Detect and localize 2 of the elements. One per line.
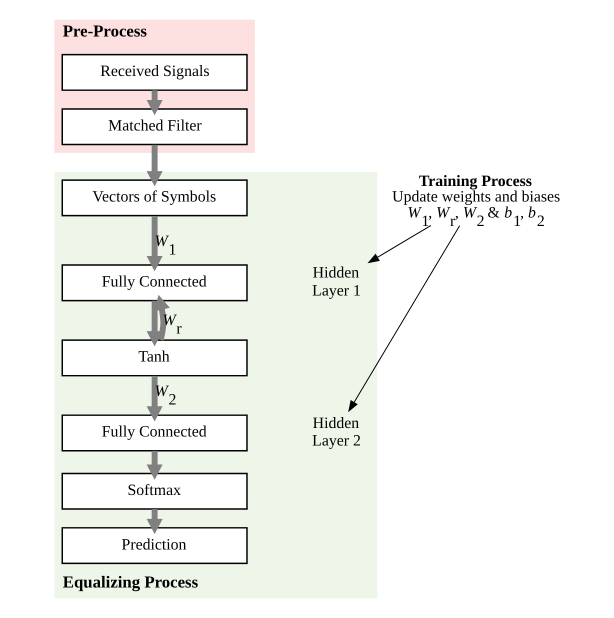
node-text: Hidden Layer 2 [312, 414, 361, 450]
node-text: Hidden Layer 1 [312, 264, 361, 300]
